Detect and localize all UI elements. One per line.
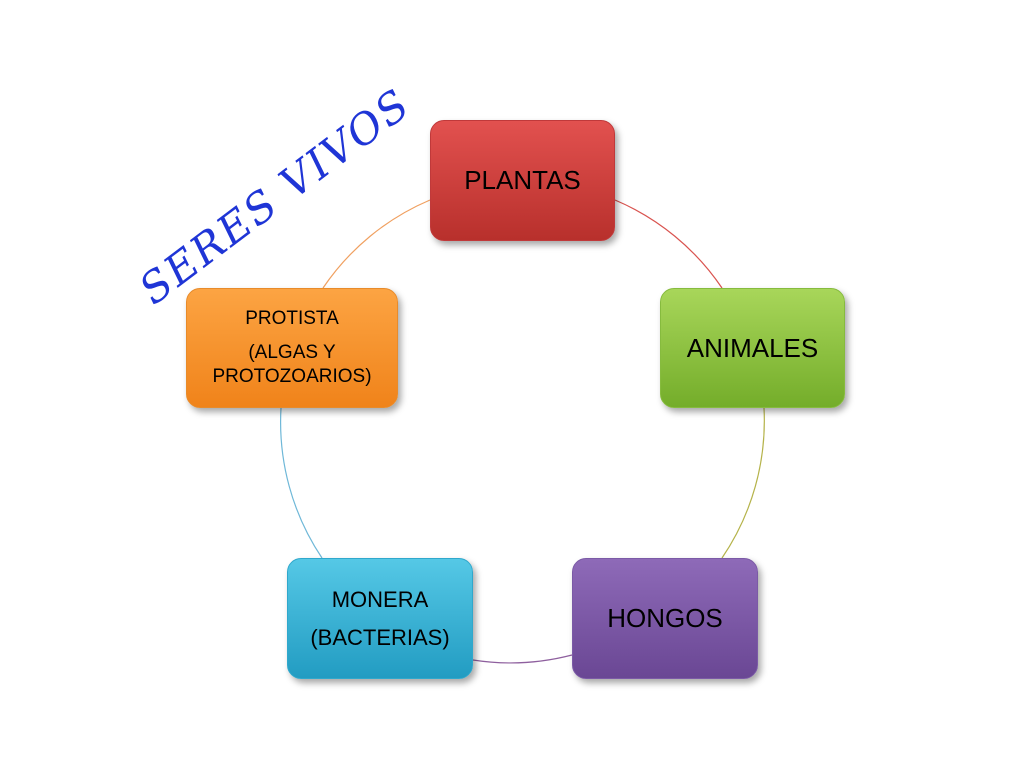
connector-animales-hongos (721, 407, 765, 559)
node-hongos[interactable]: HONGOS (572, 558, 758, 679)
node-monera-sublabel: (BACTERIAS) (310, 624, 450, 650)
node-protista[interactable]: PROTISTA (ALGAS Y PROTOZOARIOS) (186, 288, 398, 408)
node-hongos-label: HONGOS (607, 603, 723, 633)
connector-hongos-monera (472, 654, 573, 664)
connector-protista-plantas (322, 199, 431, 289)
node-protista-label: PROTISTA (245, 308, 339, 330)
node-monera-label: MONERA (331, 587, 429, 612)
node-animales[interactable]: ANIMALES (660, 288, 845, 408)
node-protista-sublabel-line1: (ALGAS Y (248, 342, 336, 364)
connector-monera-protista (280, 407, 323, 559)
node-plantas-label: PLANTAS (464, 165, 581, 195)
node-plantas[interactable]: PLANTAS (430, 120, 615, 241)
node-monera[interactable]: MONERA (BACTERIAS) (287, 558, 473, 679)
node-protista-sublabel-line2: PROTOZOARIOS) (212, 365, 372, 387)
connector-plantas-animales (614, 199, 723, 289)
node-animales-label: ANIMALES (686, 332, 819, 363)
